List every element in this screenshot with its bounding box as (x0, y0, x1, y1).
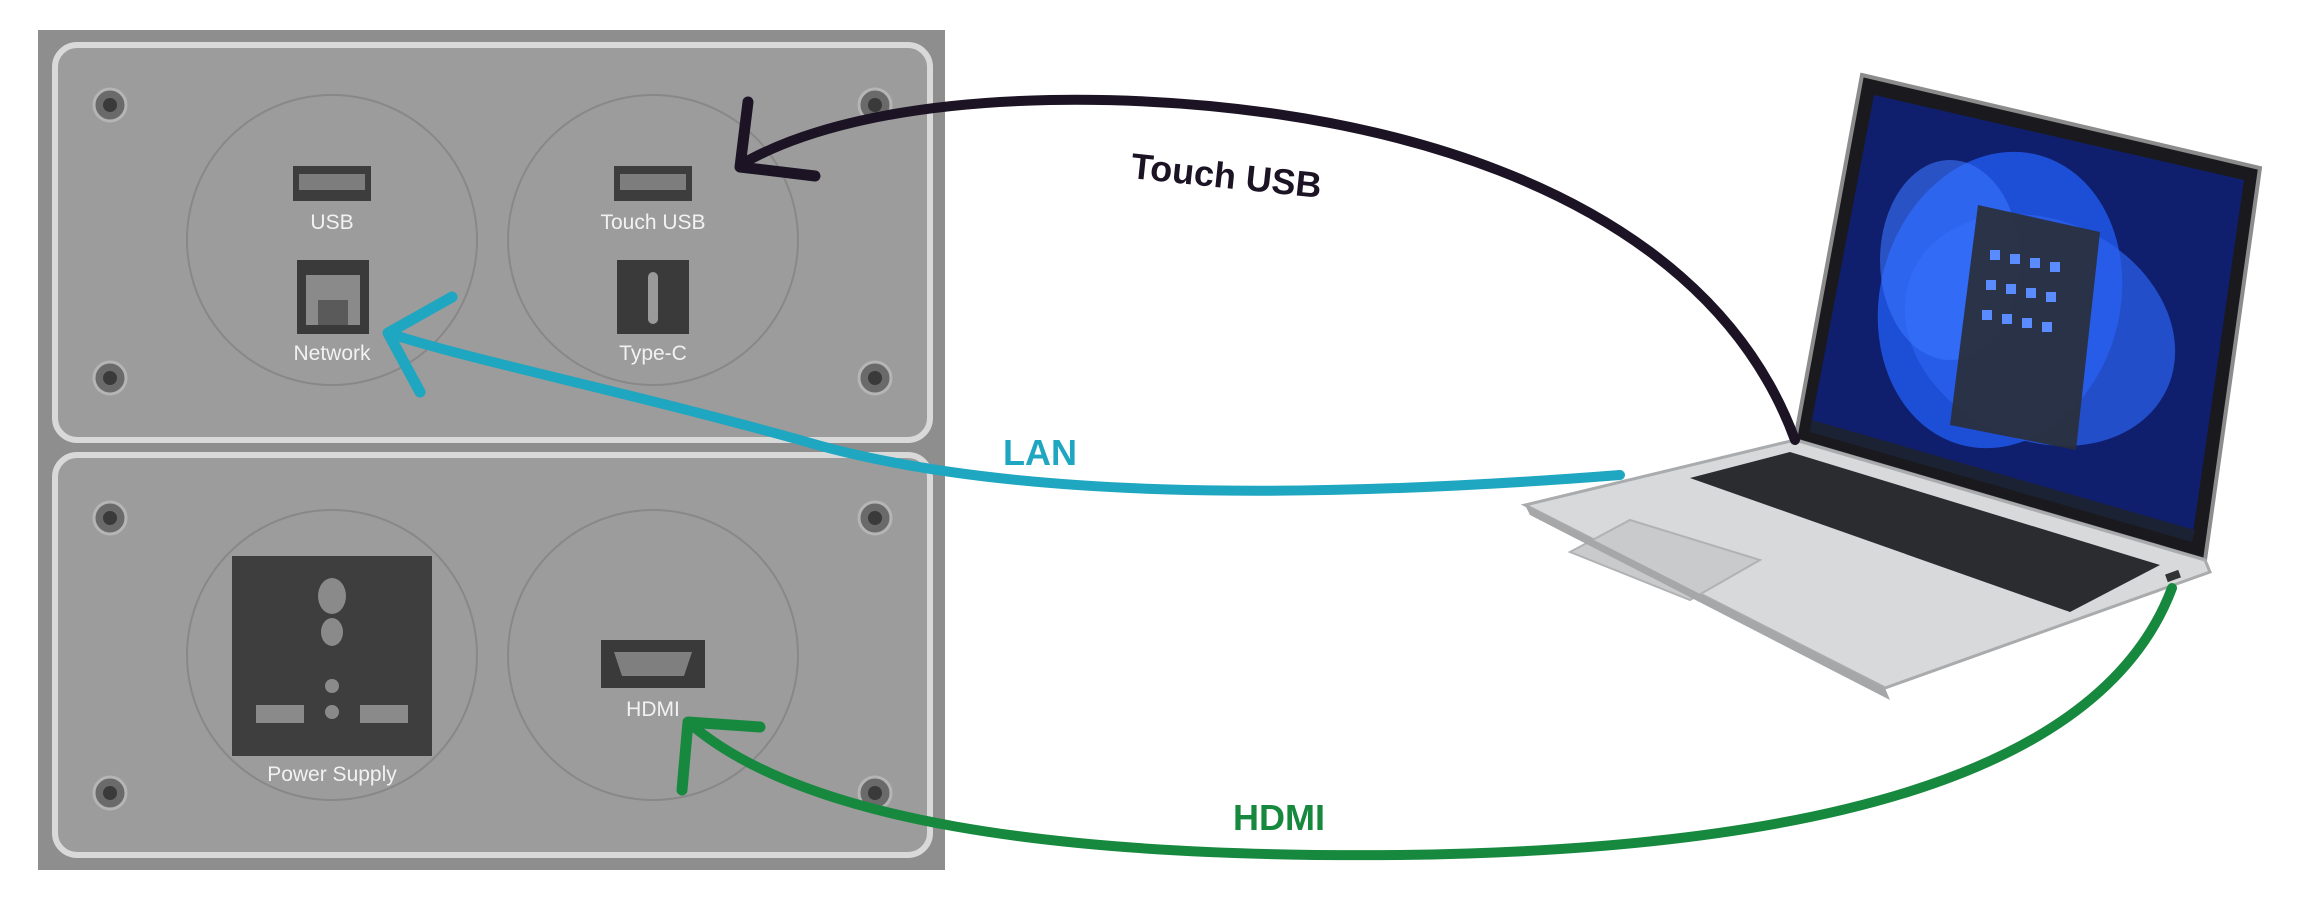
module-ring-bottom-left (186, 509, 478, 801)
screw-icon (92, 500, 128, 536)
type-c-port[interactable]: Type-C (617, 260, 689, 365)
laptop-side-port (2165, 569, 2181, 583)
usb-port-label: USB (310, 211, 353, 234)
hdmi-arrowhead-icon (676, 716, 766, 796)
screw-icons (92, 87, 893, 811)
lan-arrowhead-icon (382, 291, 458, 398)
touch-usb-arrowhead-icon (734, 96, 821, 182)
lan-cable-line (383, 328, 1625, 496)
screw-icon (92, 360, 128, 396)
module-ring-top-left (186, 94, 478, 386)
hdmi-port-label: HDMI (626, 698, 680, 721)
touch-usb-cable-label: Touch USB (1129, 145, 1324, 206)
hdmi-cable: HDMI (676, 583, 2177, 861)
laptop-keyboard-deck (1520, 438, 2212, 690)
start-menu-tiles (1982, 250, 2060, 332)
laptop-keyboard (1690, 452, 2160, 612)
module-ring-bottom-right (507, 509, 799, 801)
lan-cable-label: LAN (1003, 432, 1077, 473)
laptop-front-edge (1525, 505, 1890, 700)
hdmi-cable-line (683, 583, 2177, 861)
screw-icon (92, 87, 128, 123)
screw-icon (857, 360, 893, 396)
power-supply-socket[interactable]: Power Supply (232, 556, 432, 786)
top-plate (52, 42, 933, 443)
hdmi-cable-label: HDMI (1233, 797, 1325, 838)
power-supply-label: Power Supply (267, 763, 397, 786)
laptop-icon (1520, 72, 2263, 700)
touch-usb-port[interactable]: Touch USB (600, 166, 706, 234)
taskbar (1810, 420, 2195, 542)
network-port[interactable]: Network (293, 260, 371, 365)
type-c-port-label: Type-C (619, 342, 687, 365)
module-ring-top-right (507, 94, 799, 386)
touch-usb-cable-line (735, 94, 1800, 445)
network-port-label: Network (293, 342, 371, 365)
lan-cable: LAN (382, 291, 1625, 496)
screw-icon (857, 500, 893, 536)
touch-usb-port-label: Touch USB (600, 211, 705, 234)
floor-box-panel: USB Touch USB Network Type-C (38, 30, 945, 870)
hdmi-port[interactable]: HDMI (601, 640, 705, 721)
screw-icon (92, 775, 128, 811)
usb-port[interactable]: USB (293, 166, 371, 234)
